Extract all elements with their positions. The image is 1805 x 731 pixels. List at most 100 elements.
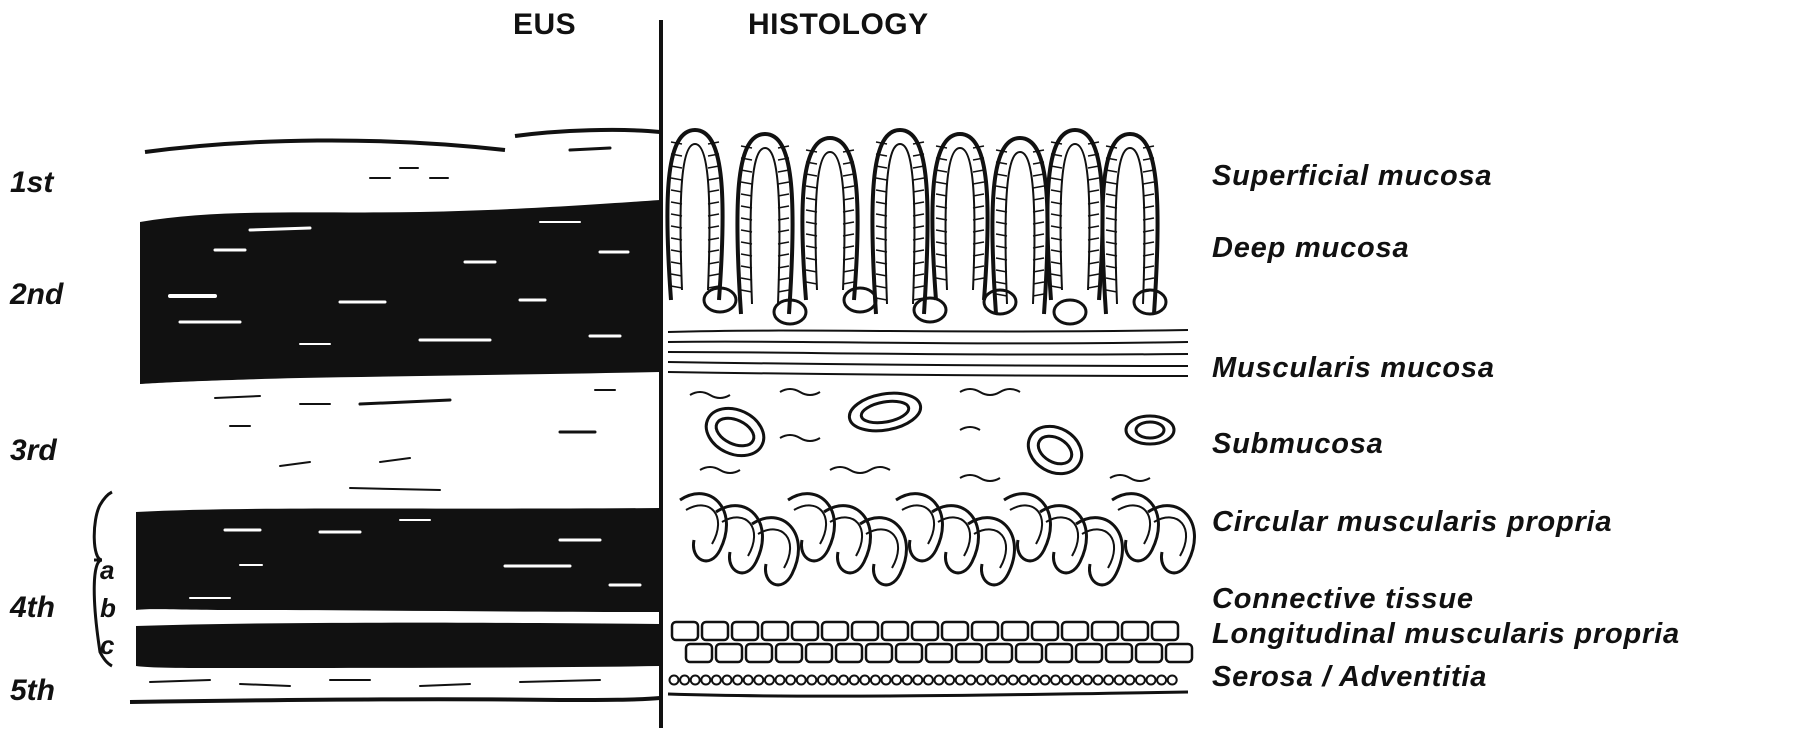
villus-cell — [1088, 142, 1099, 144]
longitudinal-cell — [926, 644, 952, 662]
villus-cell — [996, 186, 1007, 188]
longitudinal-cell — [1032, 622, 1058, 640]
villus-cell — [1033, 294, 1044, 296]
eus-layer-4th-c-band — [136, 623, 660, 668]
villus-cell — [1051, 178, 1062, 180]
serosa-cell — [839, 676, 848, 685]
villus-cell — [1051, 142, 1062, 144]
serosa-cell — [903, 676, 912, 685]
eus-sublabel-c: c — [100, 630, 114, 661]
villus-cell — [1088, 190, 1099, 192]
villus-inner — [1006, 152, 1035, 304]
crypt — [984, 290, 1016, 314]
eus-bottom-line — [130, 698, 660, 702]
hist-label-circular-muscularis-propria: Circular muscularis propria — [1212, 506, 1612, 539]
villus-inner — [946, 148, 975, 290]
villus-cell — [1033, 186, 1044, 188]
circular-fiber-inner — [1010, 505, 1042, 544]
longitudinal-cell — [836, 644, 862, 662]
longitudinal-cell — [1062, 622, 1088, 640]
serosa-cell — [670, 676, 679, 685]
villus-cell — [1106, 170, 1117, 172]
circular-fiber — [680, 494, 726, 561]
eus-sublabel-b: b — [100, 593, 116, 624]
hist-label-submucosa: Submucosa — [1212, 428, 1384, 461]
villus-outer — [737, 134, 792, 314]
circular-fiber — [1112, 494, 1158, 561]
circular-fiber-inner — [686, 505, 718, 544]
eus-panel — [94, 130, 660, 702]
longitudinal-cell — [792, 622, 818, 640]
serosa-cell — [1072, 676, 1081, 685]
serosa-cell — [1104, 676, 1113, 685]
serosa-cell — [892, 676, 901, 685]
villus-cell — [876, 166, 887, 168]
hist-label-superficial-mucosa: Superficial mucosa — [1212, 160, 1492, 193]
hist-label-serosa-adventitia: Serosa / Adventitia — [1212, 661, 1487, 694]
villus-cell — [778, 194, 789, 196]
longitudinal-cell — [716, 644, 742, 662]
villus-cell — [671, 274, 682, 276]
villus-cell — [1143, 194, 1154, 196]
villus-outer — [1102, 134, 1157, 314]
villus-cell — [806, 282, 817, 284]
villus-cell — [778, 182, 789, 184]
serosa-cell — [913, 676, 922, 685]
longitudinal-cell — [1092, 622, 1118, 640]
circular-fiber — [1004, 494, 1050, 561]
villus-cell — [708, 166, 719, 168]
villus-cell — [973, 278, 984, 280]
header-histology: HISTOLOGY — [748, 8, 929, 42]
villus-cell — [1033, 198, 1044, 200]
villus-cell — [996, 198, 1007, 200]
serosa-cell — [998, 676, 1007, 685]
serosa-cells — [670, 676, 1177, 685]
serosa-cell — [1094, 676, 1103, 685]
villus-cell — [1143, 182, 1154, 184]
serosa-cell — [871, 676, 880, 685]
circular-muscle-fibers — [680, 494, 1194, 585]
villus-cell — [1051, 166, 1062, 168]
eus-label-1st: 1st — [10, 166, 53, 200]
serosa-cell — [786, 676, 795, 685]
villus-cell — [843, 282, 854, 284]
circular-fiber — [788, 494, 834, 561]
villus-cell — [1106, 182, 1117, 184]
serosa-cell — [945, 676, 954, 685]
circular-fiber — [896, 494, 942, 561]
villus-cell — [913, 178, 924, 180]
longitudinal-cell — [702, 622, 728, 640]
serosa-cell — [754, 676, 763, 685]
villus-cell — [913, 190, 924, 192]
serosa-cell — [691, 676, 700, 685]
serosa-cell — [1051, 676, 1060, 685]
serosa-cell — [1041, 676, 1050, 685]
serosa-bottom-line — [668, 692, 1188, 696]
longitudinal-cell — [972, 622, 998, 640]
villus-cell — [1106, 194, 1117, 196]
villus-cell — [1088, 274, 1099, 276]
villus-cell — [996, 150, 1007, 152]
villus-cell — [671, 142, 682, 144]
villus-cell — [1106, 146, 1117, 148]
villus-cell — [741, 170, 752, 172]
longitudinal-cell — [956, 644, 982, 662]
villus-cell — [708, 274, 719, 276]
villus-cell — [741, 290, 752, 292]
longitudinal-cell — [1076, 644, 1102, 662]
header-eus: EUS — [513, 8, 576, 42]
villus-cell — [843, 186, 854, 188]
villus-cell — [708, 178, 719, 180]
longitudinal-cell — [896, 644, 922, 662]
longitudinal-cell — [1002, 622, 1028, 640]
eus-label-3rd: 3rd — [10, 434, 57, 468]
hist-label-longitudinal-muscularis-propria: Longitudinal muscularis propria — [1212, 618, 1680, 651]
serosa-cell — [1115, 676, 1124, 685]
longitudinal-cell — [686, 644, 712, 662]
serosa-cell — [1030, 676, 1039, 685]
serosa-cell — [1009, 676, 1018, 685]
villus-cell — [876, 286, 887, 288]
villus-cell — [806, 150, 817, 152]
villus-cell — [876, 142, 887, 144]
villus-cell — [708, 190, 719, 192]
